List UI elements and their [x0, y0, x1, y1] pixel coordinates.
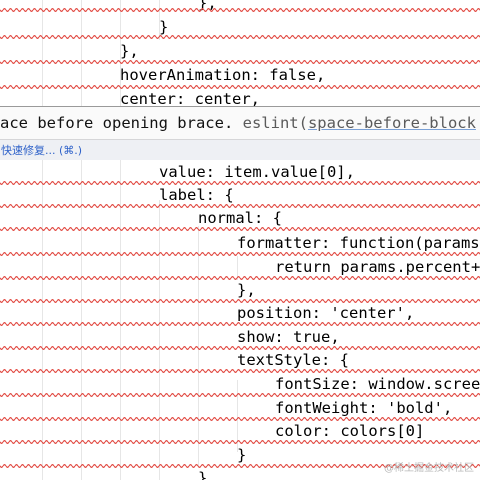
code-line: show: true,	[0, 327, 480, 347]
indent-guide	[42, 0, 43, 106]
error-squiggle	[0, 252, 480, 256]
lint-source: eslint(	[242, 114, 308, 132]
code-line: },	[0, 41, 480, 61]
lint-rule-link[interactable]: space-before-block	[307, 114, 476, 132]
indent-guide	[120, 160, 121, 480]
error-squiggle	[0, 464, 480, 468]
error-squiggle	[0, 299, 480, 303]
indent-guide	[81, 160, 82, 480]
code-line: value: item.value[0],	[0, 162, 480, 182]
lint-message-row: ace before opening brace. eslint(space-b…	[0, 107, 480, 140]
error-squiggle	[0, 440, 480, 444]
error-squiggle	[0, 8, 480, 12]
indent-guide	[237, 256, 238, 280]
code-text: fontWeight: 'bold',	[275, 399, 453, 417]
code-line: },	[0, 280, 480, 300]
code-line: return params.percent+	[0, 257, 480, 277]
editor-top-pane[interactable]: }, } }, hoverAnimation: false, center: c…	[0, 0, 480, 106]
code-line: formatter: function(params	[0, 233, 480, 253]
code-text: show: true,	[237, 328, 340, 346]
code-text: position: 'center',	[237, 304, 415, 322]
code-line: center: center,	[0, 89, 480, 106]
code-line: textStyle: {	[0, 350, 480, 370]
quick-fix-link[interactable]: 快速修复... (⌘.)	[0, 140, 480, 161]
error-squiggle	[0, 276, 480, 280]
error-squiggle	[0, 417, 480, 421]
code-text: textStyle: {	[237, 351, 349, 369]
error-squiggle	[0, 227, 480, 231]
code-line: position: 'center',	[0, 303, 480, 323]
editor-bottom-pane[interactable]: value: item.value[0], label: { normal: {…	[0, 160, 480, 480]
code-line: }	[0, 468, 480, 480]
code-line: hoverAnimation: false,	[0, 65, 480, 85]
indent-guide	[81, 0, 82, 106]
code-text: label: {	[159, 186, 234, 204]
indent-guide	[237, 380, 238, 452]
code-text: fontSize: window.scree	[275, 375, 480, 393]
lint-message: ace before opening brace.	[0, 114, 234, 132]
error-squiggle	[0, 35, 480, 39]
code-line: }	[0, 445, 480, 465]
code-line: }	[0, 17, 480, 37]
error-squiggle	[0, 393, 480, 397]
code-line: fontSize: window.scree	[0, 374, 480, 394]
indent-guide	[159, 0, 160, 40]
indent-guide	[159, 200, 160, 480]
indent-guide	[120, 0, 121, 106]
code-text: formatter: function(params	[237, 234, 480, 252]
code-line: normal: {	[0, 208, 480, 228]
watermark: @稀土掘金技术社区	[384, 463, 474, 474]
lint-hover-tooltip: ace before opening brace. eslint(space-b…	[0, 106, 480, 161]
error-squiggle	[0, 322, 480, 326]
code-text: value: item.value[0],	[159, 163, 355, 181]
code-text: color: colors[0]	[275, 422, 425, 440]
error-squiggle	[0, 181, 480, 185]
code-text: }	[237, 446, 247, 464]
code-text: },	[120, 42, 139, 60]
code-text: normal: {	[198, 209, 282, 227]
error-squiggle	[0, 85, 480, 89]
indent-guide	[42, 160, 43, 480]
code-text: hoverAnimation: false,	[120, 66, 326, 84]
code-text: },	[237, 281, 256, 299]
code-line: fontWeight: 'bold',	[0, 398, 480, 418]
error-squiggle	[0, 346, 480, 350]
code-text: }	[198, 469, 208, 480]
code-line: color: colors[0]	[0, 421, 480, 441]
code-line: label: {	[0, 185, 480, 205]
code-text: center: center,	[120, 90, 260, 106]
error-squiggle	[0, 369, 480, 373]
error-squiggle	[0, 60, 480, 64]
error-squiggle	[0, 204, 480, 208]
code-text: return params.percent+	[275, 258, 480, 276]
code-text: }	[159, 18, 169, 36]
